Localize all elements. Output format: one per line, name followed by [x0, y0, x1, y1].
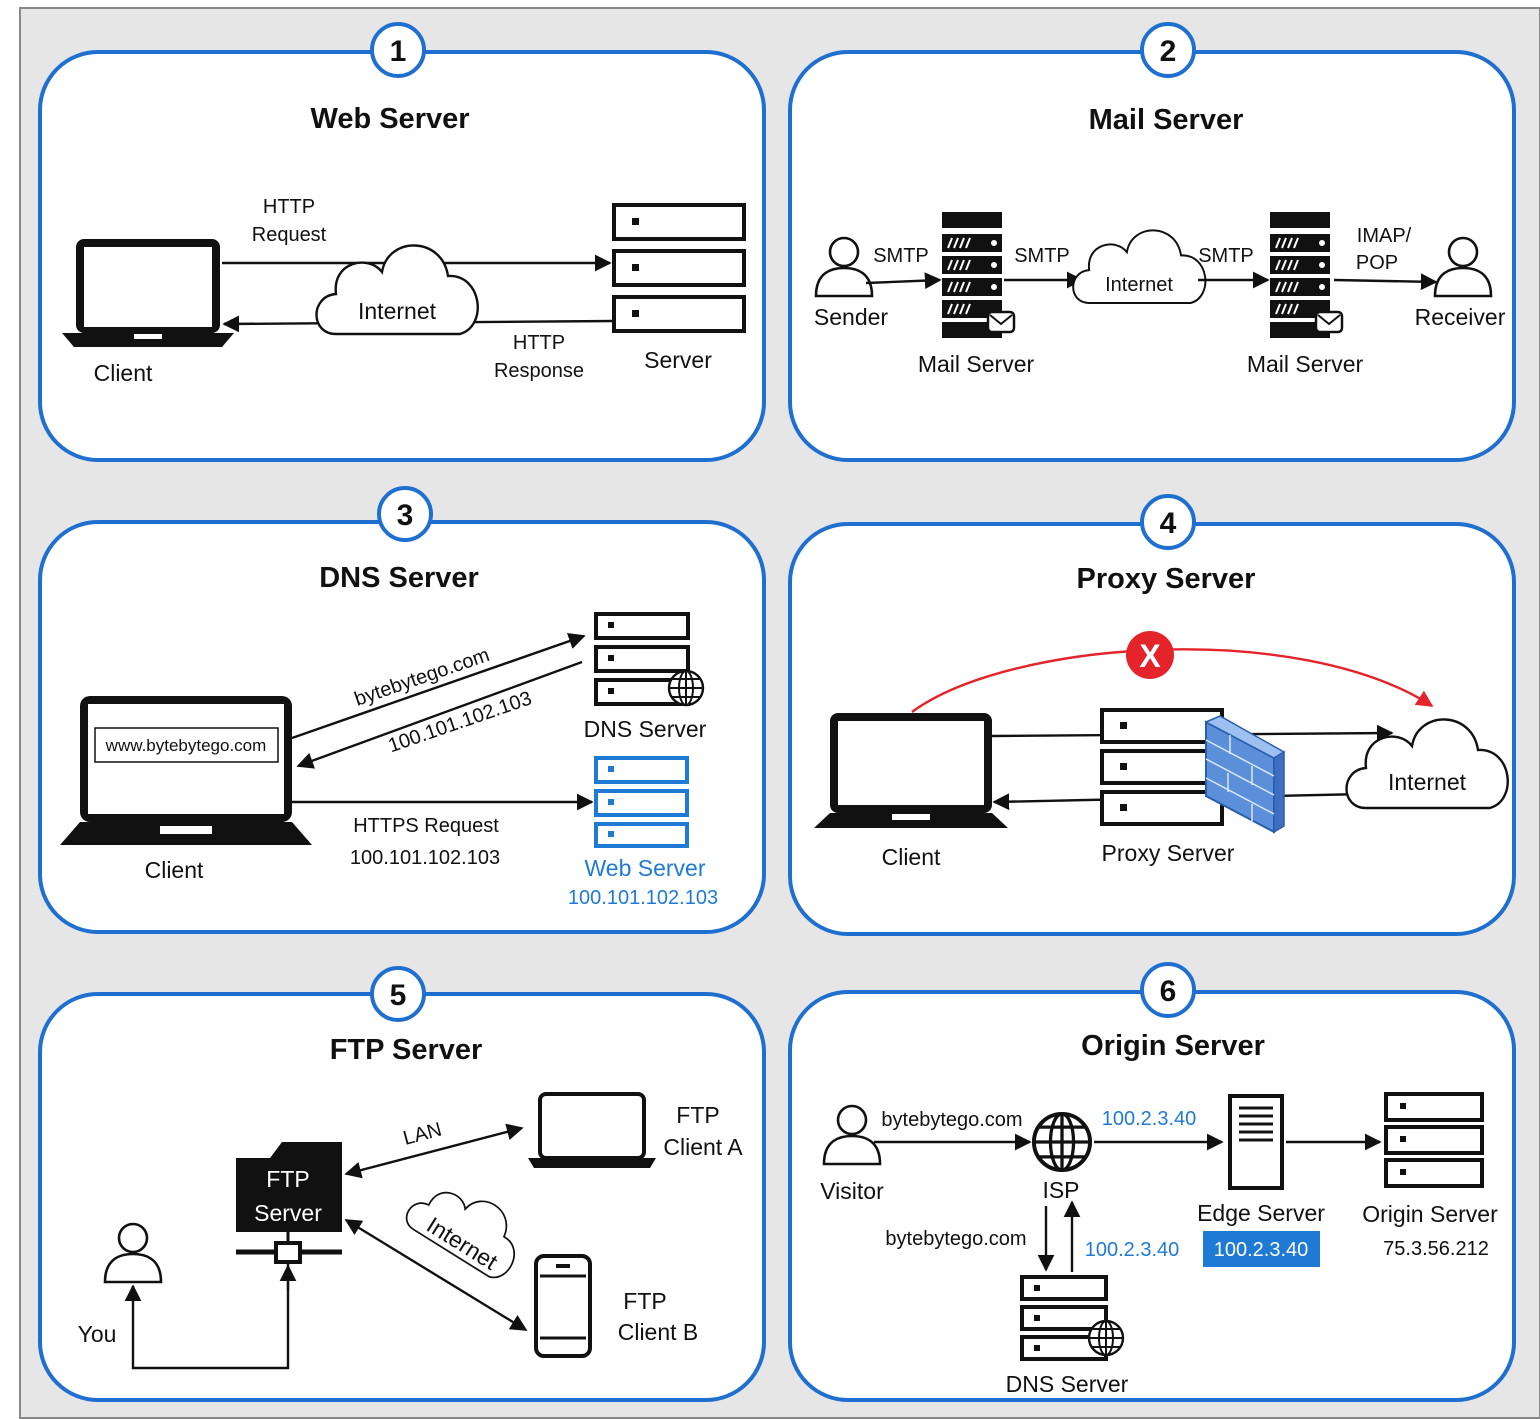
step-badge: [1140, 22, 1196, 78]
origin-server-label: Origin Server: [1362, 1201, 1498, 1227]
panel-ftp-server: 5 FTP Server FTP Server LAN Internet FTP…: [38, 966, 766, 1402]
domain-label: bytebytego.com: [881, 1109, 1022, 1131]
receiver-label: Receiver: [1415, 304, 1506, 330]
step-number: 4: [1160, 507, 1177, 540]
panel-web-server: 1 Web Server Client Internet HTTP Reques…: [38, 22, 766, 462]
sender-label: Sender: [814, 304, 889, 330]
server-icon: [612, 203, 746, 333]
panel-title: DNS Server: [319, 562, 479, 594]
you-label: You: [78, 1321, 117, 1347]
dns-server-label: DNS Server: [584, 716, 707, 742]
client-b-label-2: Client B: [618, 1319, 699, 1345]
smtp-label-3: SMTP: [1198, 245, 1254, 267]
client-b-label: FTP: [623, 1288, 666, 1314]
step-badge: [377, 486, 433, 542]
step-number: 2: [1160, 35, 1177, 68]
url-text: www.bytebytego.com: [105, 736, 267, 755]
isp-globe-icon: [1031, 1111, 1093, 1173]
dns-reply-arrow: [296, 660, 583, 769]
panel-mail-server: 2 Mail Server Sender SMTP Mail Server SM…: [788, 22, 1516, 462]
step-badge: [370, 22, 426, 78]
client-a-label: FTP: [676, 1102, 719, 1128]
isp-ip-label: 100.2.3.40: [1102, 1108, 1197, 1130]
panel-title: Origin Server: [1081, 1030, 1265, 1062]
proxy-server-icon: [1100, 708, 1224, 826]
imap-label: IMAP/: [1357, 225, 1412, 247]
ftp-server-label: FTP: [266, 1166, 309, 1192]
origin-server-icon: [1384, 1092, 1484, 1188]
panel-proxy-server: 4 Proxy Server X Client: [788, 494, 1516, 936]
step-number: 5: [390, 979, 407, 1012]
isp-label: ISP: [1042, 1177, 1079, 1203]
panel-title: Mail Server: [1089, 104, 1244, 136]
mail-server-label-2: Mail Server: [1247, 351, 1364, 377]
block-mark-icon: [1126, 631, 1174, 679]
ftp-server-folder-icon: [236, 1142, 342, 1264]
laptop-icon: [814, 713, 1008, 828]
smtp-label-2: SMTP: [1014, 245, 1070, 267]
https-request-label: HTTPS Request: [353, 815, 499, 837]
http-response-label-2: Response: [494, 360, 584, 382]
panel-title: Web Server: [310, 103, 469, 135]
client-label: Client: [94, 360, 153, 386]
url-bar: [94, 727, 279, 763]
http-response-label: HTTP: [513, 332, 565, 354]
panel-dns-server: 3 DNS Server www.bytebytego.com Client b…: [38, 486, 766, 934]
imap-arrow: [1333, 273, 1438, 291]
laptop-icon: [60, 696, 312, 845]
edge-ip-badge: [1203, 1231, 1320, 1267]
laptop-icon: [528, 1092, 656, 1168]
step-number: 3: [397, 499, 414, 532]
internet-label: Internet: [1105, 274, 1173, 296]
smtp-arrow-1: [865, 272, 942, 290]
laptop-icon: [62, 239, 234, 347]
firewall-icon: [1204, 715, 1286, 834]
http-request-label-2: Request: [252, 224, 327, 246]
origin-ip-label: 75.3.56.212: [1383, 1238, 1489, 1260]
web-server-ip: 100.101.102.103: [568, 887, 718, 909]
dns-query-arrow: [291, 633, 586, 740]
edge-server-icon: [1228, 1094, 1284, 1190]
block-mark: X: [1139, 638, 1161, 674]
lan-arrow: [344, 1123, 524, 1179]
mail-server-label-1: Mail Server: [918, 351, 1035, 377]
edge-server-label: Edge Server: [1197, 1200, 1325, 1226]
web-server-icon: [594, 756, 689, 848]
proxy-server-label: Proxy Server: [1102, 840, 1235, 866]
web-server-label: Web Server: [584, 855, 705, 881]
https-ip-label: 100.101.102.103: [350, 847, 500, 869]
dns-server-icon: [594, 612, 705, 707]
visitor-label: Visitor: [820, 1178, 884, 1204]
edge-ip-label: 100.2.3.40: [1214, 1239, 1309, 1261]
internet-label: Internet: [1388, 769, 1467, 795]
internet-label: Internet: [358, 298, 437, 324]
client-a-label-2: Client A: [663, 1134, 743, 1160]
step-badge: [1140, 494, 1196, 550]
ftp-server-label-2: Server: [254, 1200, 322, 1226]
dns-domain-label: bytebytego.com: [885, 1228, 1026, 1250]
dns-server-icon: [1020, 1275, 1125, 1361]
step-number: 6: [1160, 975, 1177, 1008]
smtp-label-1: SMTP: [873, 245, 929, 267]
phone-icon: [534, 1254, 592, 1358]
dns-ip-label: 100.2.3.40: [1085, 1239, 1180, 1261]
server-label: Server: [644, 347, 712, 373]
http-request-label: HTTP: [263, 196, 315, 218]
panel-title: Proxy Server: [1077, 563, 1256, 595]
panel-title: FTP Server: [330, 1034, 483, 1066]
step-number: 1: [390, 35, 407, 68]
client-label: Client: [882, 844, 941, 870]
internet-arrow: [344, 1218, 528, 1332]
step-badge: [370, 966, 426, 1022]
you-path-line: [131, 1264, 290, 1370]
pop-label: POP: [1356, 252, 1398, 274]
panel-origin-server: 6 Origin Server Visitor bytebytego.com I…: [788, 962, 1516, 1402]
dns-server-label: DNS Server: [1006, 1371, 1129, 1397]
client-label: Client: [145, 857, 204, 883]
step-badge: [1140, 962, 1196, 1018]
